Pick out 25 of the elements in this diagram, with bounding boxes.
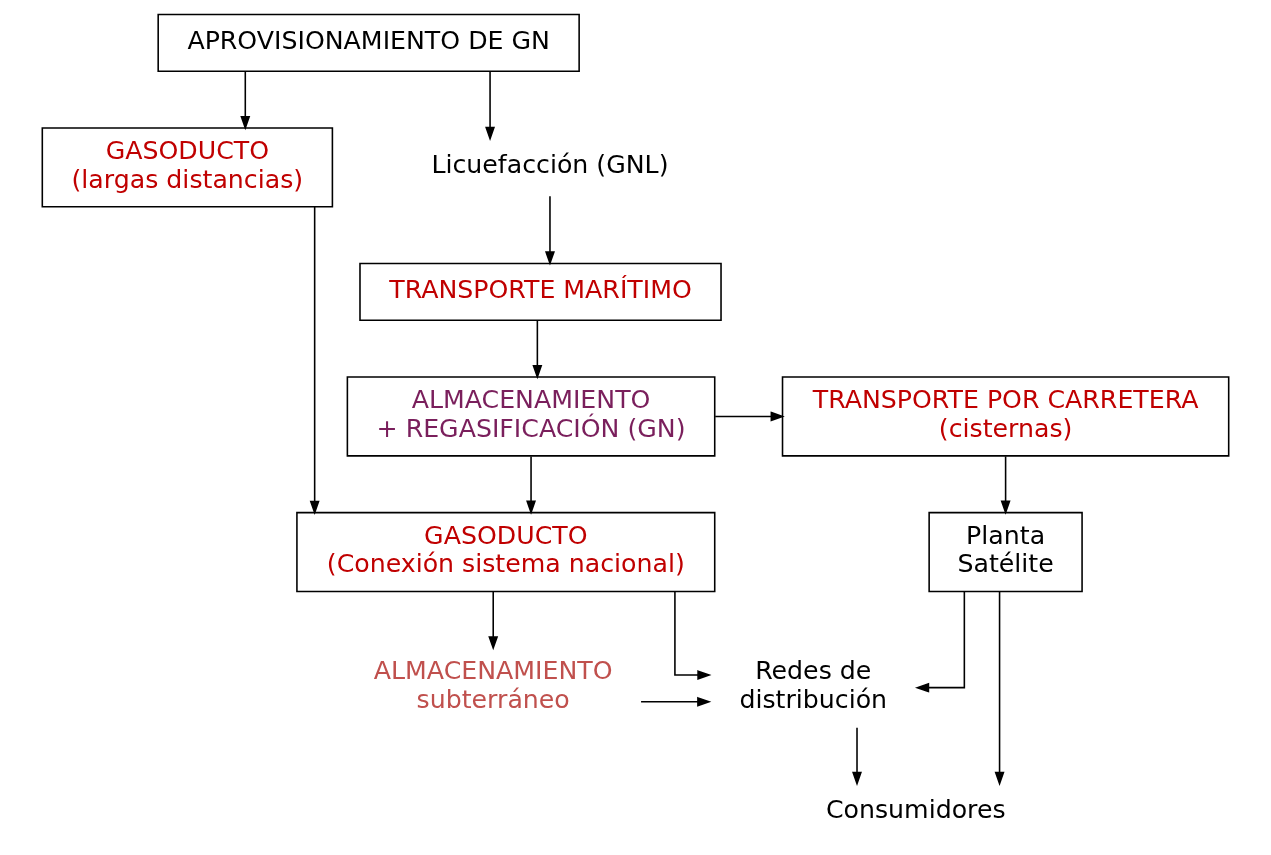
arrow	[545, 195, 555, 266]
arrow	[485, 70, 496, 142]
node-text: ALMACENAMIENTO subterráneo	[373, 656, 613, 714]
arrow	[488, 591, 499, 651]
arrow	[714, 411, 785, 422]
arrow	[674, 590, 712, 680]
arrow	[526, 455, 537, 515]
node-box: TRANSPORTE POR CARRETERA (cisternas)	[781, 376, 1230, 457]
arrow	[240, 70, 251, 131]
arrow	[994, 590, 1005, 786]
node-box: TRANSPORTE MARÍTIMO	[359, 262, 722, 322]
arrow	[852, 726, 862, 786]
node-box: ALMACENAMIENTO + REGASIFICACIÓN (GN)	[346, 376, 716, 457]
node-box: APROVISIONAMIENTO DE GN	[157, 13, 580, 72]
arrow	[915, 591, 966, 693]
node-text: Licuefacción (GNL)	[431, 150, 669, 180]
arrow	[309, 206, 320, 515]
node-box: Planta Satélite	[928, 511, 1083, 593]
node-box: GASODUCTO (largas distancias)	[41, 127, 334, 208]
arrow	[640, 696, 712, 707]
node-text: Redes de distribución	[739, 656, 888, 714]
node-text: Consumidores	[825, 795, 1006, 825]
arrow	[532, 320, 543, 380]
node-box: GASODUCTO (Conexión sistema nacional)	[296, 511, 716, 593]
arrow	[1000, 455, 1011, 515]
